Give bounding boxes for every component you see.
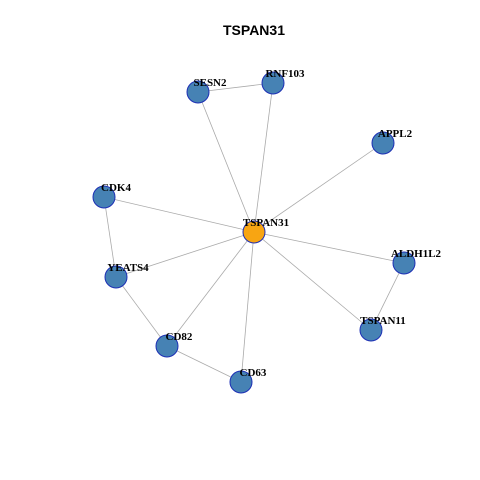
node-label-cdk4: CDK4 (101, 182, 131, 194)
edge-tspan31-aldh1l2 (253, 231, 405, 264)
node-label-cd82: CD82 (166, 331, 193, 343)
node-label-appl2: APPL2 (378, 128, 413, 140)
node-sesn2[interactable] (186, 80, 210, 104)
edge-aldh1l2-tspan11 (370, 262, 405, 331)
node-label-rnf103: RNF103 (265, 68, 305, 80)
nodes-layer (92, 71, 416, 394)
node-tspan11[interactable] (359, 318, 383, 342)
node-label-tspan11: TSPAN11 (360, 315, 406, 327)
edge-tspan31-yeats4 (115, 231, 255, 278)
edge-tspan31-cd63 (240, 231, 255, 383)
graph-title: TSPAN31 (223, 22, 285, 38)
edge-tspan31-rnf103 (253, 82, 274, 233)
node-label-sesn2: SESN2 (193, 77, 227, 89)
edges-layer (103, 82, 405, 383)
node-cd82[interactable] (155, 334, 179, 358)
node-label-yeats4: YEATS4 (107, 262, 149, 274)
edge-tspan31-appl2 (253, 142, 384, 233)
node-label-aldh1l2: ALDH1L2 (391, 248, 442, 260)
edge-yeats4-cd82 (115, 276, 168, 347)
node-label-tspan31: TSPAN31 (243, 217, 289, 229)
edge-tspan31-cd82 (166, 231, 255, 347)
edge-cdk4-yeats4 (103, 196, 117, 278)
edge-cd82-cd63 (166, 345, 242, 383)
node-label-cd63: CD63 (240, 367, 267, 379)
node-tspan31[interactable] (242, 220, 266, 244)
node-cdk4[interactable] (92, 185, 116, 209)
node-rnf103[interactable] (261, 71, 285, 95)
edge-tspan31-cdk4 (103, 196, 255, 233)
node-aldh1l2[interactable] (392, 251, 416, 275)
node-yeats4[interactable] (104, 265, 128, 289)
node-cd63[interactable] (229, 370, 253, 394)
node-appl2[interactable] (371, 131, 395, 155)
edge-tspan31-sesn2 (197, 91, 255, 233)
edge-sesn2-rnf103 (197, 82, 274, 93)
edge-tspan31-tspan11 (253, 231, 372, 331)
